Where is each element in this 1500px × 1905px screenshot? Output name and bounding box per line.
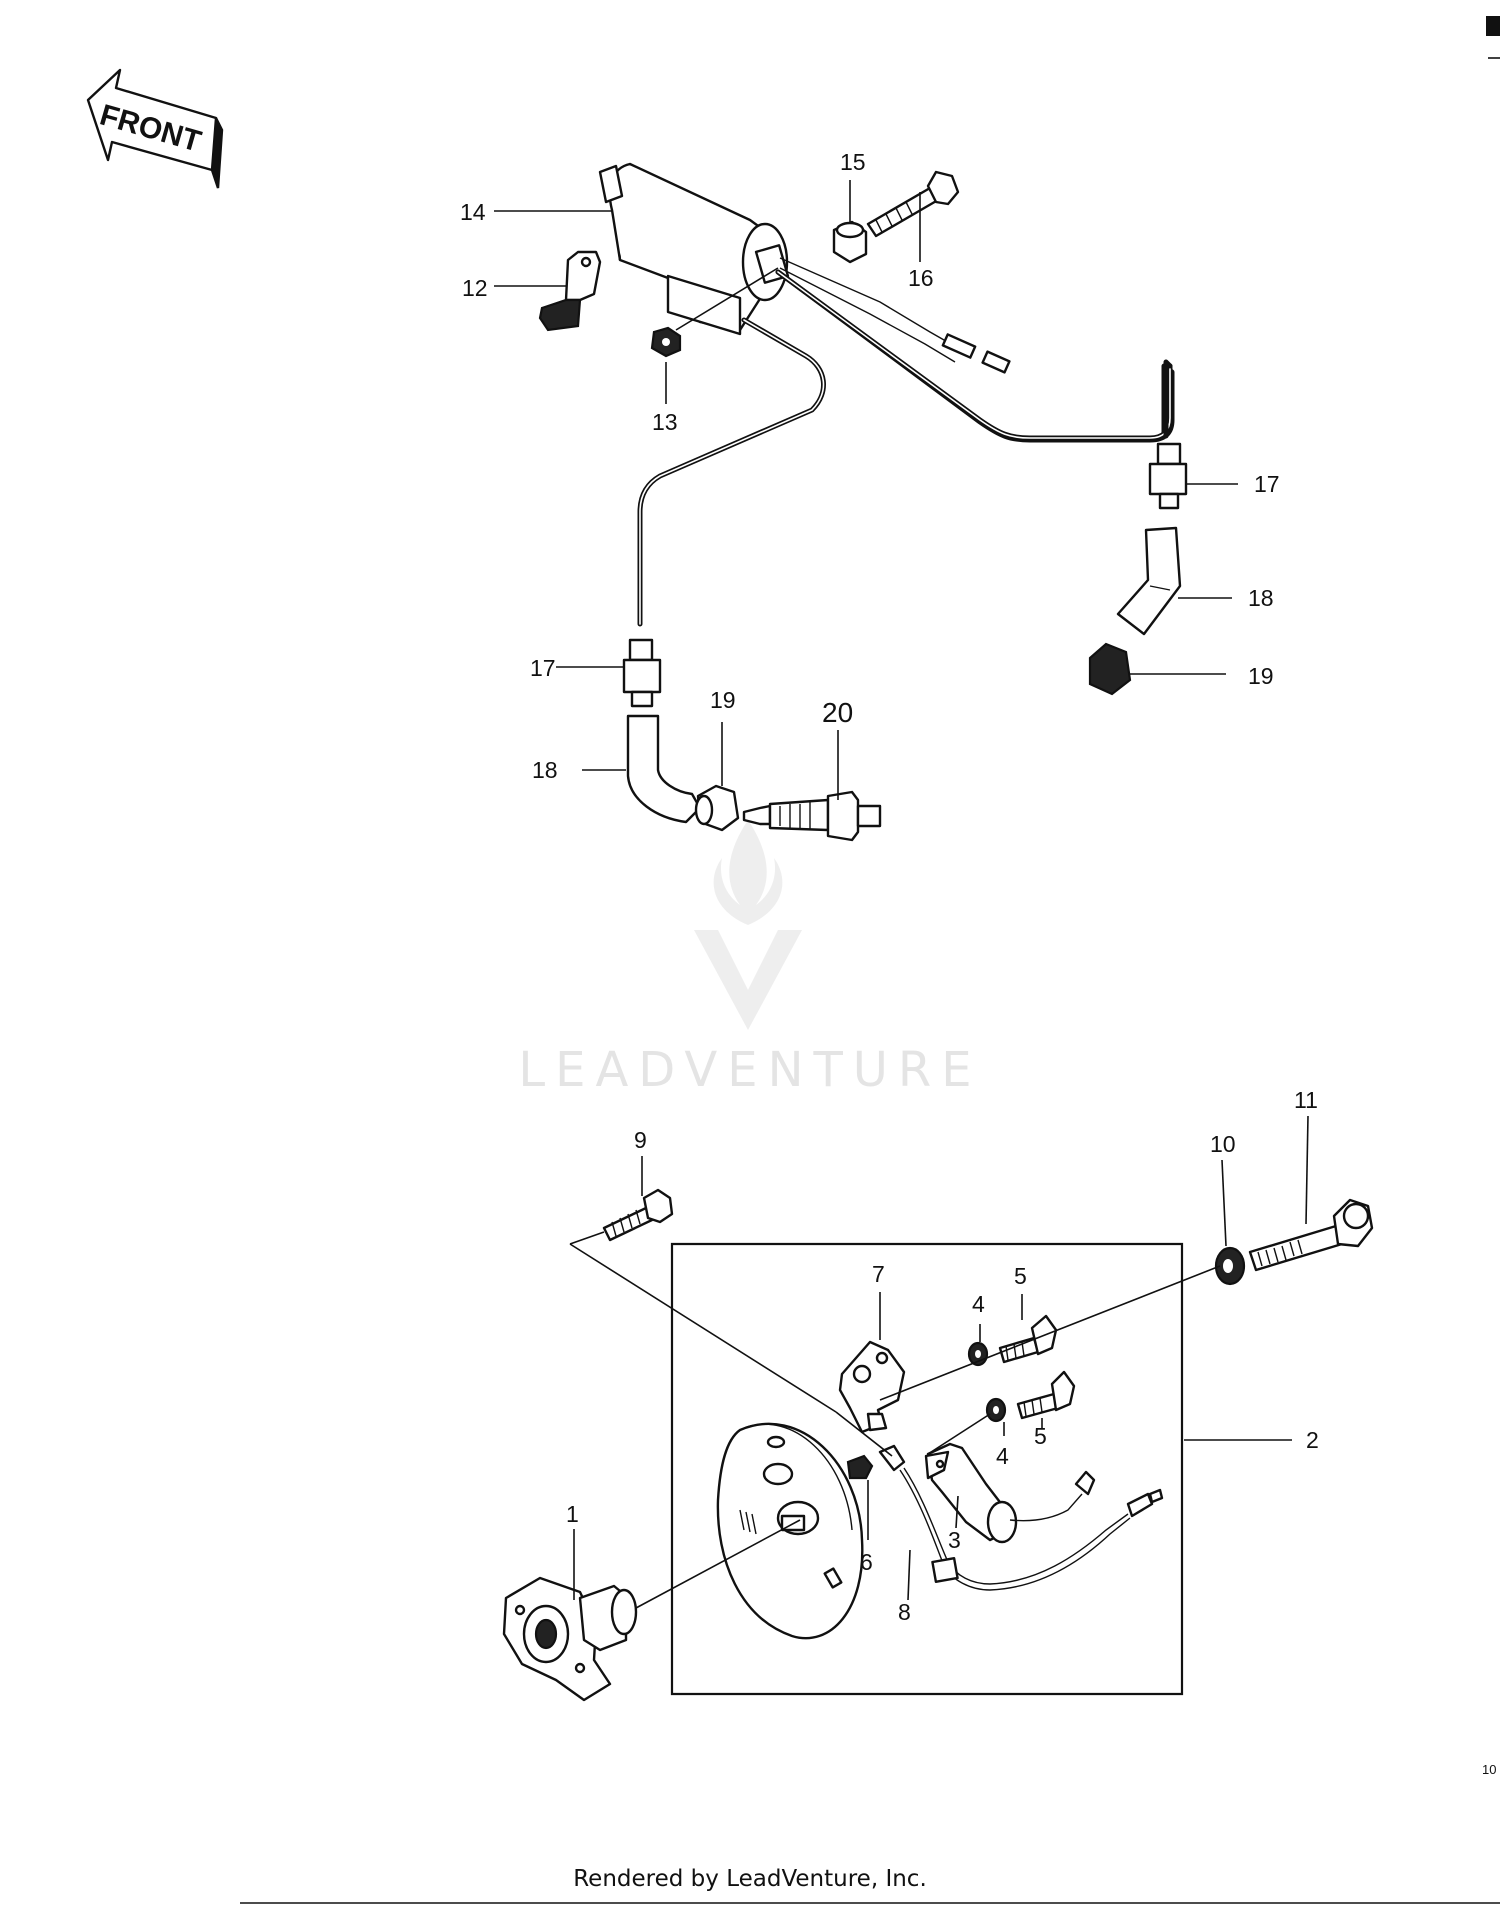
callout-9: 9 bbox=[634, 1127, 647, 1153]
high-tension-lead-left bbox=[637, 317, 826, 627]
watermark-text: LEADVENTURE bbox=[518, 1042, 982, 1098]
plug-cap-left bbox=[622, 638, 662, 708]
breaker-lead-wire bbox=[878, 1444, 1164, 1591]
spark-plug bbox=[742, 790, 882, 842]
watermark-logo bbox=[694, 820, 802, 1030]
plug-cover-right bbox=[1088, 642, 1132, 696]
screw-upper bbox=[998, 1314, 1058, 1364]
coil-bolt bbox=[866, 170, 960, 238]
callout-5-lower: 5 bbox=[1034, 1423, 1047, 1449]
callout-17-right: 17 bbox=[1254, 471, 1280, 497]
plug-boot-right bbox=[1116, 526, 1182, 636]
ignition-coil bbox=[598, 162, 790, 336]
plug-boot-left bbox=[626, 714, 702, 824]
coil-collar bbox=[832, 220, 868, 264]
callout-11: 11 bbox=[1294, 1087, 1318, 1113]
callout-15: 15 bbox=[840, 149, 866, 175]
breaker-felt bbox=[846, 1454, 874, 1480]
mounting-washer bbox=[1214, 1246, 1246, 1286]
plug-cover-left bbox=[694, 784, 740, 832]
callout-18-right: 18 bbox=[1248, 585, 1274, 611]
washer-lower bbox=[985, 1397, 1007, 1423]
callout-4-lower: 4 bbox=[996, 1443, 1009, 1469]
callout-7: 7 bbox=[872, 1261, 885, 1287]
callout-10: 10 bbox=[1210, 1131, 1236, 1157]
base-plate-screw bbox=[602, 1188, 674, 1242]
contact-breaker-points bbox=[838, 1340, 906, 1434]
callout-2: 2 bbox=[1306, 1427, 1319, 1453]
screw-lower bbox=[1016, 1370, 1076, 1420]
page-code: 10 bbox=[1482, 1762, 1497, 1777]
callout-13: 13 bbox=[652, 409, 678, 435]
high-tension-lead-right bbox=[775, 269, 1175, 443]
callout-18-left: 18 bbox=[532, 757, 558, 783]
callout-5-upper: 5 bbox=[1014, 1263, 1027, 1289]
callout-20: 20 bbox=[822, 697, 853, 728]
footer-credit: Rendered by LeadVenture, Inc. bbox=[573, 1866, 927, 1892]
callout-3: 3 bbox=[948, 1527, 961, 1553]
callout-16: 16 bbox=[908, 265, 934, 291]
callout-17-left: 17 bbox=[530, 655, 556, 681]
timing-advancer bbox=[502, 1576, 638, 1702]
breaker-box-outline bbox=[670, 1242, 1184, 1696]
callout-19-left: 19 bbox=[710, 687, 736, 713]
advancer-bolt bbox=[1248, 1198, 1374, 1272]
plug-cap-right bbox=[1148, 442, 1188, 510]
callout-14: 14 bbox=[460, 199, 486, 225]
callout-19-right: 19 bbox=[1248, 663, 1274, 689]
coil-bracket bbox=[538, 250, 602, 332]
coil-nut bbox=[650, 326, 682, 358]
front-arrow: FRONT bbox=[86, 68, 224, 189]
condenser bbox=[924, 1442, 1096, 1544]
callout-8: 8 bbox=[898, 1599, 911, 1625]
callout-4-upper: 4 bbox=[972, 1291, 985, 1317]
callout-1: 1 bbox=[566, 1501, 579, 1527]
breaker-base-plate bbox=[716, 1422, 864, 1640]
corner-mark bbox=[1486, 16, 1500, 36]
callout-12: 12 bbox=[462, 275, 488, 301]
callout-6: 6 bbox=[860, 1549, 873, 1575]
